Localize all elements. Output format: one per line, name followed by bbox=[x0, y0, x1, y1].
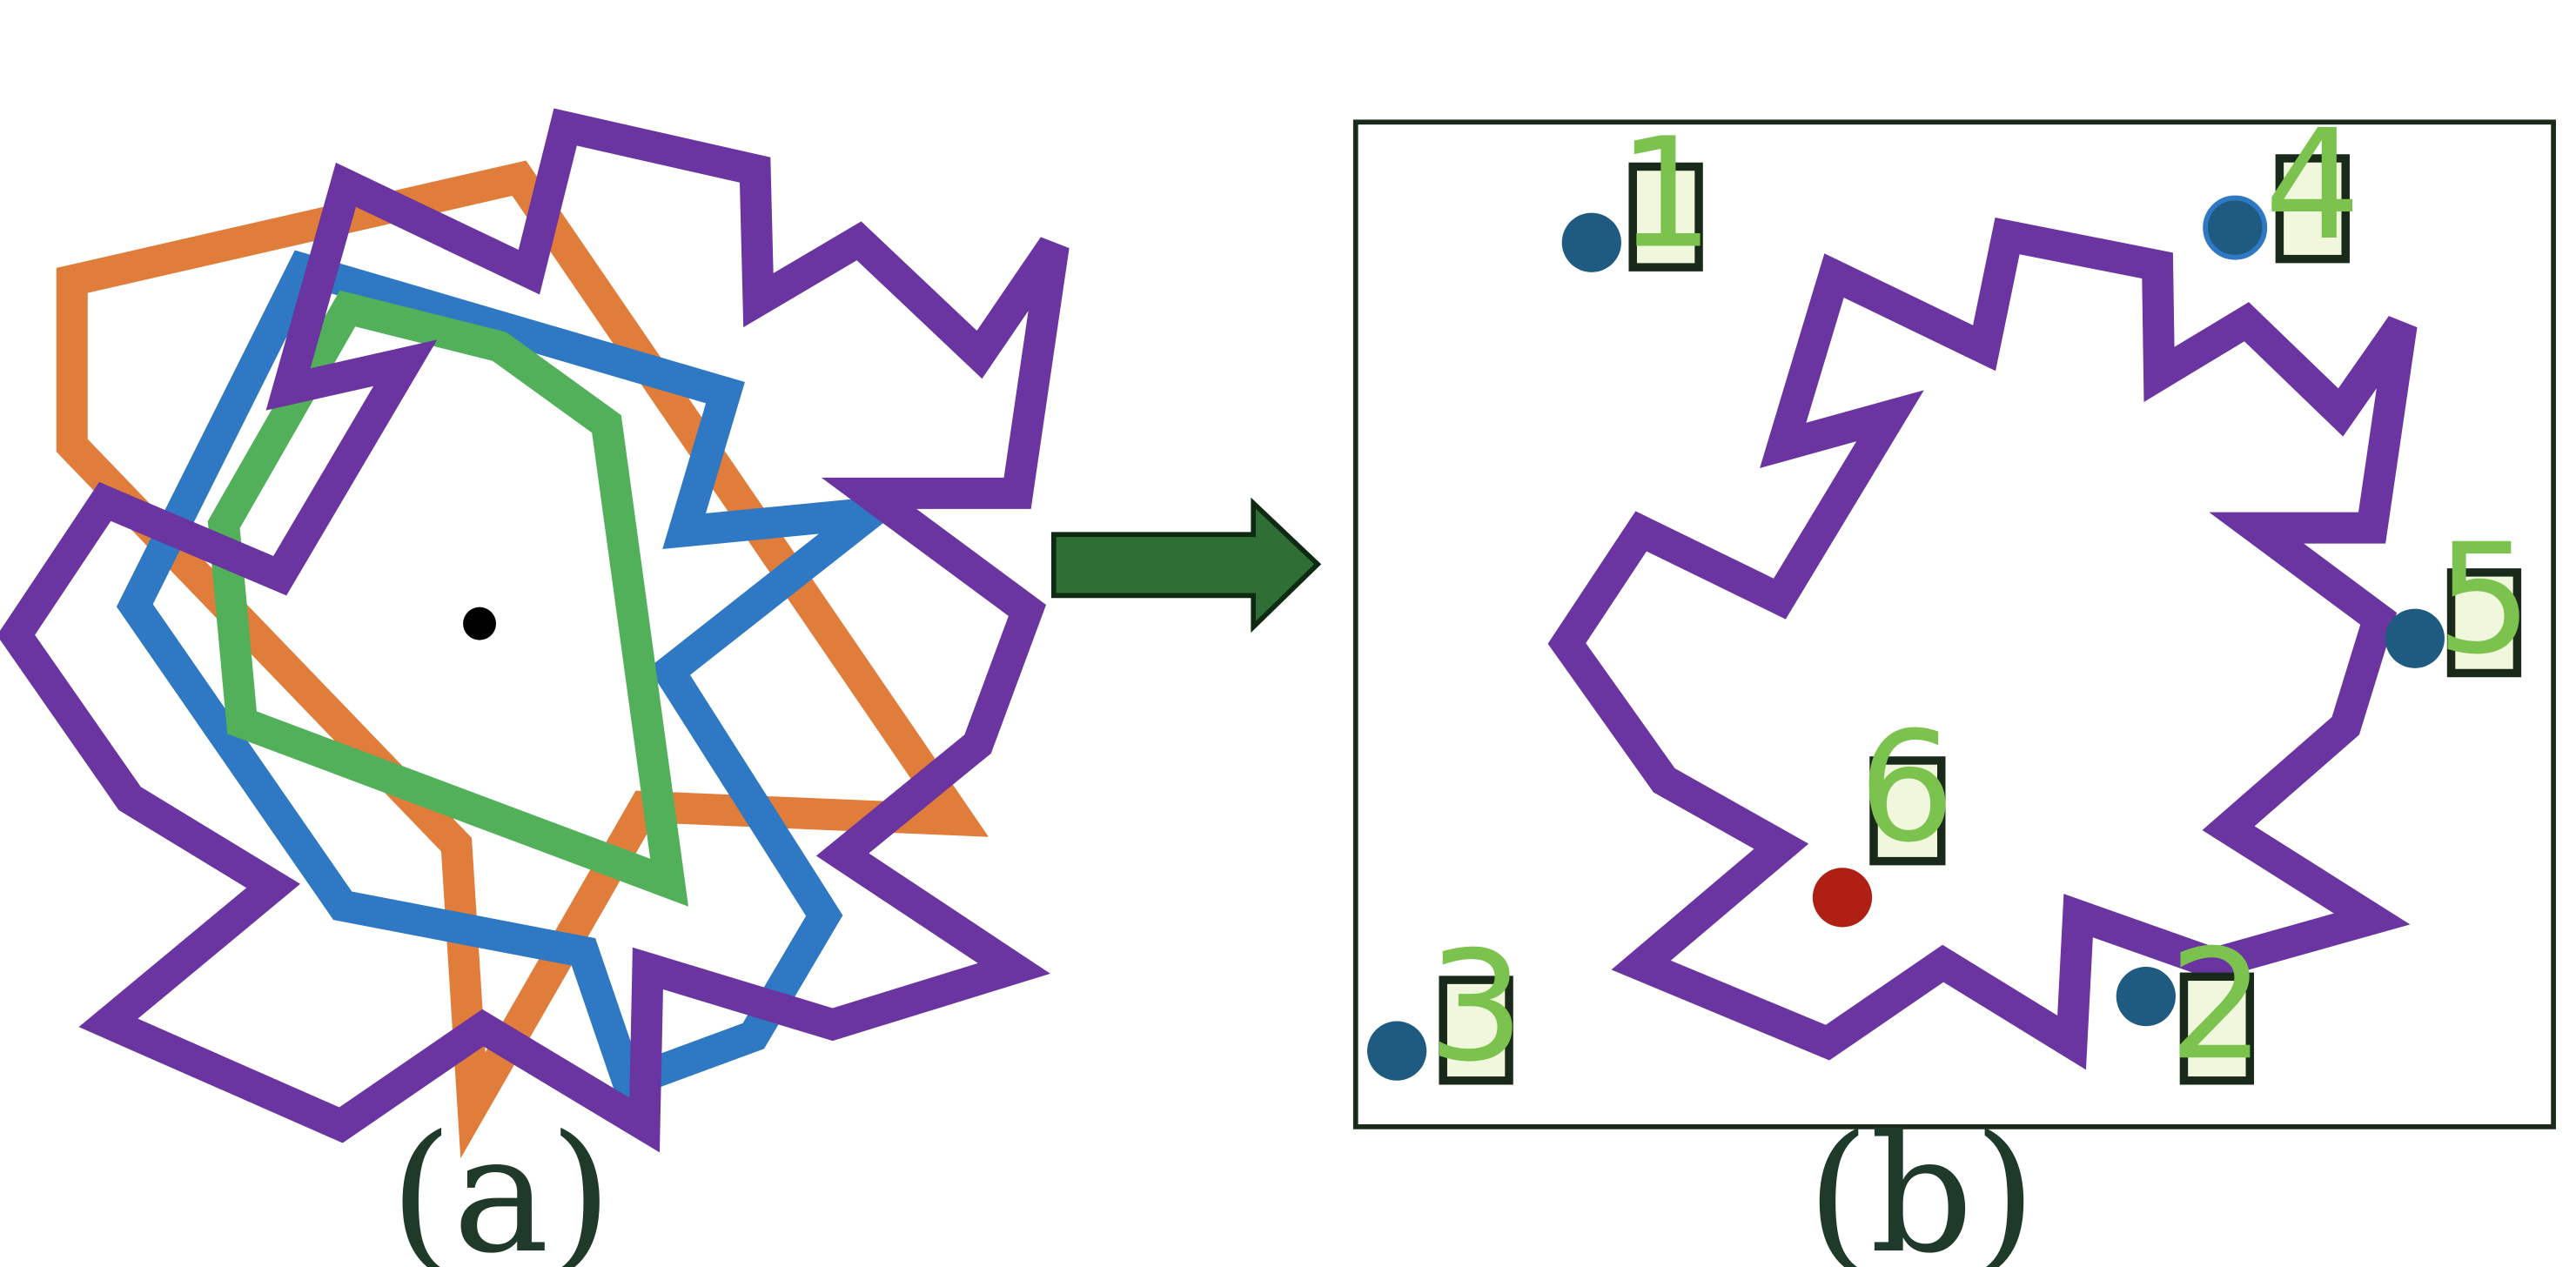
point-3-label: 3 bbox=[1428, 919, 1525, 1096]
arrow-right-icon bbox=[1050, 497, 1322, 634]
point-3-marker bbox=[1367, 1021, 1427, 1081]
blue-polygon bbox=[116, 250, 922, 1103]
center-point bbox=[463, 607, 496, 640]
point-2-label: 2 bbox=[2169, 917, 2265, 1094]
svg-text:1: 1 bbox=[1618, 105, 1714, 282]
point-5-label: 5 bbox=[2436, 512, 2532, 688]
point-4-label: 4 bbox=[2264, 97, 2361, 274]
svg-text:5: 5 bbox=[2436, 512, 2532, 688]
point-2-marker bbox=[2116, 966, 2176, 1027]
point-4-marker bbox=[2203, 195, 2268, 260]
purple-polygon-b bbox=[1547, 217, 2418, 1070]
point-1-label: 1 bbox=[1618, 105, 1714, 282]
point-1-marker bbox=[1561, 212, 1621, 272]
point-5-marker bbox=[2385, 608, 2445, 668]
caption-b: (b) bbox=[1807, 1101, 2036, 1267]
caption-a: (a) bbox=[390, 1101, 613, 1267]
purple-polygon-a bbox=[0, 108, 1070, 1153]
svg-text:2: 2 bbox=[2169, 917, 2265, 1094]
point-6-marker bbox=[1812, 868, 1873, 928]
svg-text:4: 4 bbox=[2264, 97, 2361, 274]
panel-a: (a) bbox=[0, 108, 1070, 1267]
green-polygon bbox=[207, 290, 688, 907]
svg-text:3: 3 bbox=[1428, 919, 1525, 1096]
panel-b: 1 2 3 4 5 6 (b) bbox=[1352, 97, 2556, 1267]
point-6-label: 6 bbox=[1858, 700, 1955, 876]
svg-text:6: 6 bbox=[1858, 700, 1955, 876]
